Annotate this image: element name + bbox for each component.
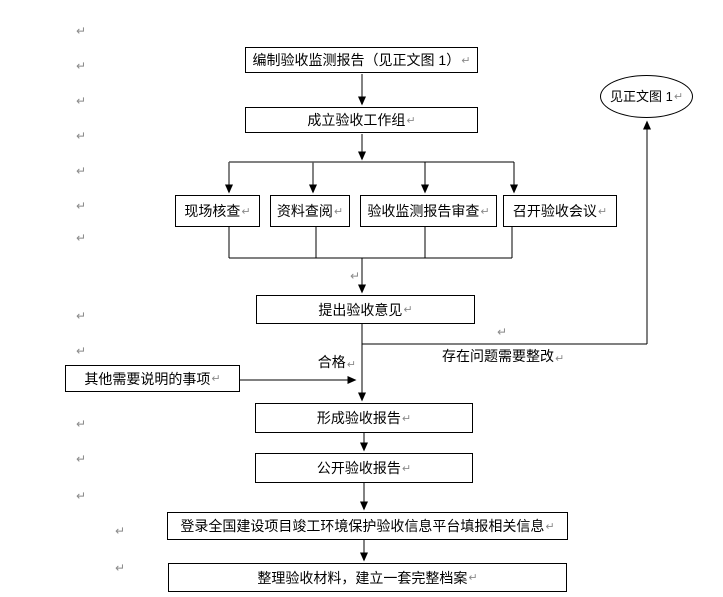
qualified-edge-label: 合格↵ [317, 354, 356, 371]
paragraph-mark-icon: ↵ [115, 561, 126, 575]
acceptance-meeting-box[interactable]: 召开验收会议↵ [503, 195, 617, 227]
acceptance-opinion-label: 提出验收意见 [318, 301, 403, 318]
document-review-label: 资料查阅 [276, 203, 333, 219]
site-check-box[interactable]: 现场核查↵ [175, 195, 260, 227]
site-check-label: 现场核查 [184, 203, 241, 219]
publish-report-label: 公开验收报告 [316, 460, 401, 476]
paragraph-mark-icon: ↵ [76, 24, 87, 38]
paragraph-mark-icon: ↵ [76, 489, 87, 503]
paragraph-mark-icon: ↵ [673, 91, 684, 103]
form-workgroup-box[interactable]: 成立验收工作组↵ [245, 107, 478, 133]
paragraph-mark-icon: ↵ [406, 114, 416, 127]
paragraph-mark-icon: ↵ [401, 462, 412, 475]
paragraph-mark-icon: ↵ [76, 231, 87, 245]
archive-label: 整理验收材料，建立一套完整档案 [257, 569, 468, 586]
monitor-report-review-box[interactable]: 验收监测报告审查↵ [360, 195, 497, 227]
paragraph-mark-icon: ↵ [468, 572, 478, 584]
platform-login-box[interactable]: 登录全国建设项目竣工环境保护验收信息平台填报相关信息↵ [167, 512, 568, 540]
paragraph-mark-icon: ↵ [461, 54, 471, 67]
paragraph-mark-icon: ↵ [76, 417, 87, 431]
paragraph-mark-icon: ↵ [76, 344, 87, 358]
monitor-report-review-label: 验收监测报告审查 [367, 203, 480, 219]
acceptance-opinion-box[interactable]: 提出验收意见↵ [256, 295, 475, 324]
paragraph-mark-icon: ↵ [401, 412, 412, 425]
paragraph-mark-icon: ↵ [350, 269, 361, 283]
paragraph-mark-icon: ↵ [76, 94, 87, 108]
form-report-label: 形成验收报告 [316, 410, 401, 426]
paragraph-mark-icon: ↵ [241, 205, 251, 218]
form-report-box[interactable]: 形成验收报告↵ [255, 403, 473, 433]
see-figure-ellipse[interactable]: 见正文图 1↵ [600, 75, 693, 118]
paragraph-mark-icon: ↵ [76, 452, 87, 466]
paragraph-mark-icon: ↵ [480, 205, 490, 218]
compile-report-label: 编制验收监测报告（见正文图 1） [252, 52, 461, 68]
other-matters-box[interactable]: 其他需要说明的事项↵ [65, 365, 240, 392]
paragraph-mark-icon: ↵ [333, 205, 344, 218]
compile-report-box[interactable]: 编制验收监测报告（见正文图 1）↵ [245, 47, 478, 73]
paragraph-mark-icon: ↵ [346, 359, 356, 371]
paragraph-mark-icon: ↵ [115, 524, 126, 538]
form-workgroup-label: 成立验收工作组 [307, 112, 406, 128]
paragraph-mark-icon: ↵ [76, 164, 87, 178]
other-matters-label: 其他需要说明的事项 [84, 370, 211, 387]
paragraph-mark-icon: ↵ [597, 205, 608, 218]
rectify-edge-label: 存在问题需要整改↵ [442, 348, 565, 365]
archive-box[interactable]: 整理验收材料，建立一套完整档案↵ [168, 563, 567, 592]
paragraph-mark-icon: ↵ [497, 325, 508, 339]
paragraph-mark-icon: ↵ [76, 129, 87, 143]
publish-report-box[interactable]: 公开验收报告↵ [255, 453, 473, 483]
paragraph-mark-icon: ↵ [76, 59, 87, 73]
document-review-box[interactable]: 资料查阅↵ [270, 195, 350, 227]
acceptance-meeting-label: 召开验收会议 [512, 203, 597, 219]
paragraph-mark-icon: ↵ [545, 520, 555, 533]
platform-login-label: 登录全国建设项目竣工环境保护验收信息平台填报相关信息 [180, 518, 545, 534]
paragraph-mark-icon: ↵ [555, 353, 565, 365]
see-figure-label: 见正文图 1 [609, 89, 673, 104]
paragraph-mark-icon: ↵ [403, 304, 413, 316]
paragraph-mark-icon: ↵ [76, 199, 87, 213]
paragraph-mark-icon: ↵ [76, 309, 87, 323]
paragraph-mark-icon: ↵ [211, 373, 221, 385]
